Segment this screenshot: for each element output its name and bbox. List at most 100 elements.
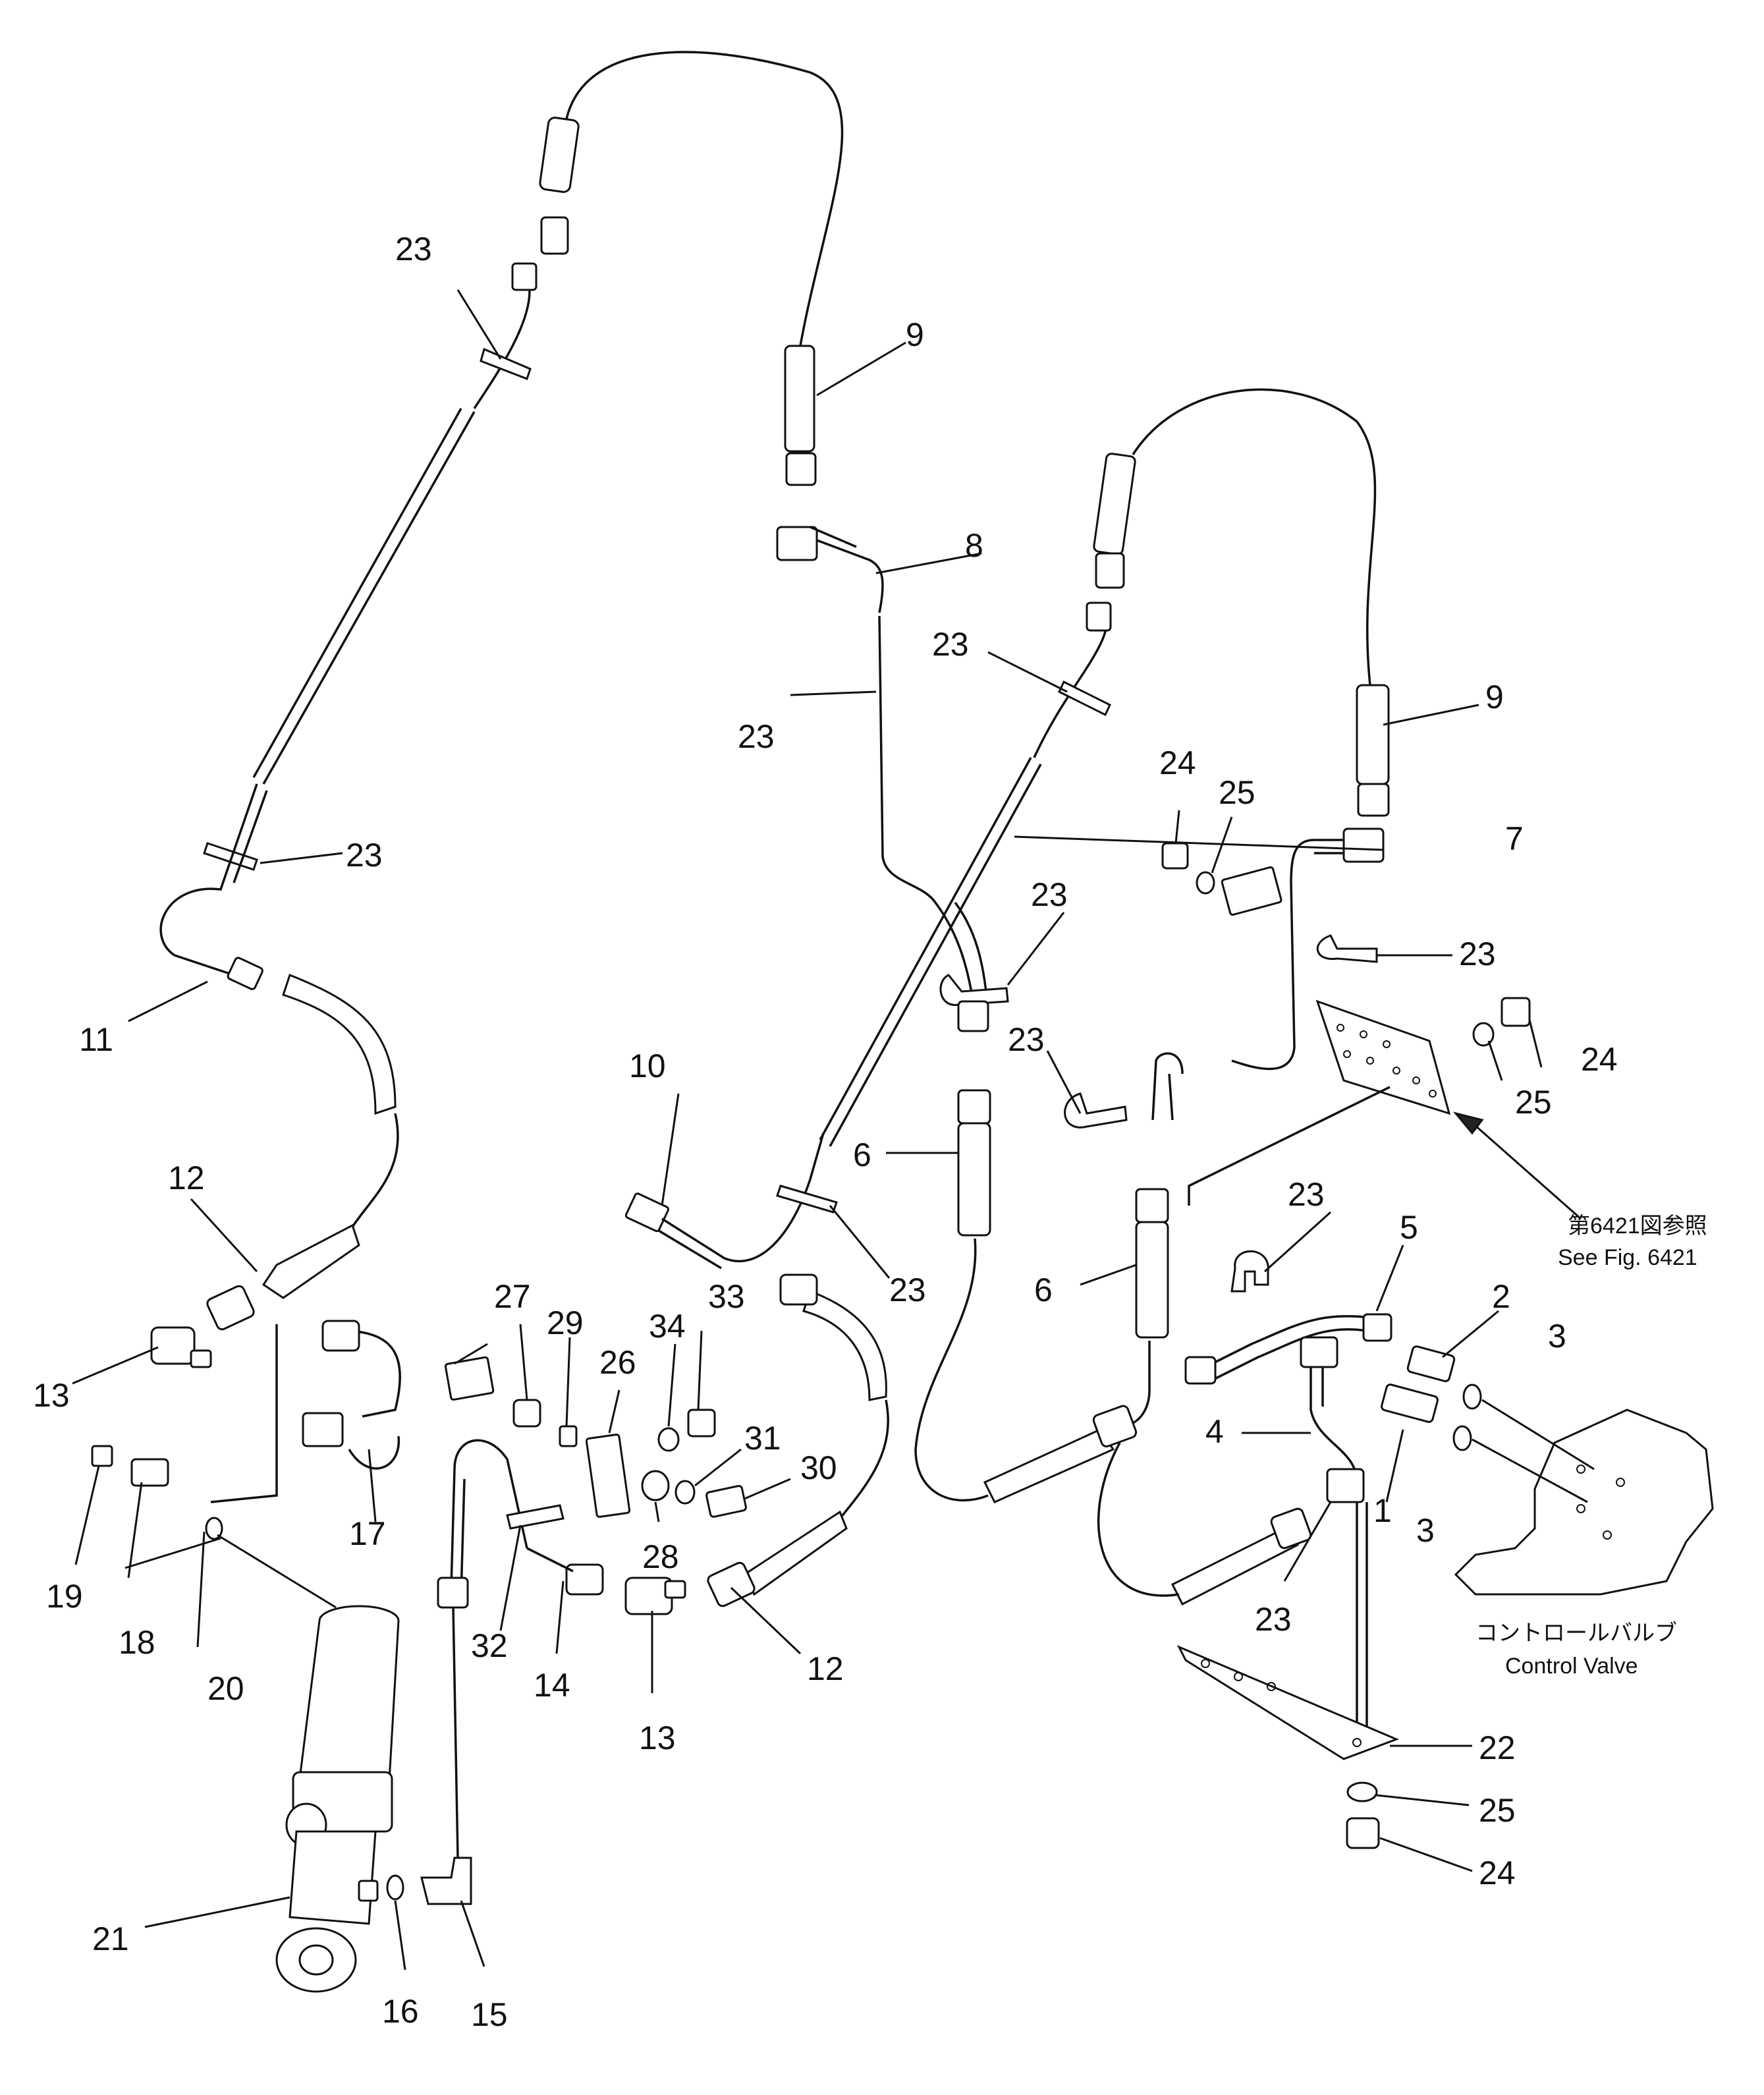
part-label-25-lower: 25: [1479, 1792, 1516, 1829]
left-upper-tube: [473, 276, 531, 409]
part-label-12-center: 12: [807, 1650, 844, 1687]
control-valve-body: [1454, 1409, 1714, 1596]
pipe-bend-right-b: [1168, 1073, 1174, 1121]
part-label-22: 22: [1479, 1729, 1516, 1766]
part-label-15: 15: [471, 1996, 508, 2033]
part-label-11: 11: [79, 1021, 113, 1058]
hose-12-left-nut: [206, 1285, 255, 1331]
pipe-11-nut: [227, 957, 263, 990]
part-label-23-j: 23: [1255, 1601, 1292, 1638]
washer-25-lower: [1346, 1781, 1378, 1802]
hose-9-left-loop: [564, 51, 844, 347]
control-valve-label-en: Control Valve: [1505, 1654, 1638, 1679]
part-label-2: 2: [1492, 1278, 1510, 1315]
hose-6-center: [957, 1122, 991, 1237]
part-label-24-lower: 24: [1479, 1855, 1516, 1891]
pipe-middle-diagonal: [819, 757, 1032, 1140]
part-label-31: 31: [744, 1420, 781, 1457]
hose-9-right-nut-top: [1095, 552, 1125, 589]
leader-lines: [72, 289, 1543, 1970]
tube-32-nut: [437, 1577, 469, 1609]
elbow-13-center-nipple: [664, 1580, 686, 1599]
pipe-11-diagonal-b: [252, 408, 462, 778]
connector-1: [1381, 1383, 1439, 1423]
washer-25-upper: [1196, 871, 1215, 895]
nut-24-upper: [1161, 842, 1189, 870]
hose-lower-right-nut: [1270, 1507, 1312, 1550]
hose-6-center-nut: [957, 1089, 991, 1125]
part-label-10: 10: [629, 1048, 666, 1084]
part-label-27: 27: [494, 1278, 531, 1315]
left-upper-nipple: [511, 262, 537, 291]
hose-12-center-nut: [707, 1561, 756, 1607]
part-label-23-h: 23: [889, 1271, 926, 1308]
hose-9-right-fitting-top: [1093, 453, 1136, 555]
part-label-6-right: 6: [1034, 1271, 1053, 1308]
part-label-13-center: 13: [639, 1719, 676, 1756]
part-label-26: 26: [599, 1344, 636, 1381]
o-ring-3-lower: [1452, 1425, 1472, 1451]
hose-9-left-nut-bottom: [785, 452, 817, 486]
plate-22-holes: [1201, 1659, 1362, 1747]
tube-17-b: [342, 1329, 401, 1418]
cylinder-21-eye-hole: [298, 1944, 334, 1976]
hose-lower-center-nut: [1092, 1405, 1138, 1447]
part-label-23-g: 23: [1459, 936, 1496, 972]
hose-9-right-nut-bottom: [1357, 783, 1390, 817]
nut-24-right: [1501, 997, 1531, 1027]
clamp-23-left-mid: [203, 842, 258, 871]
valve-block-6421: [1315, 999, 1451, 1115]
valve-block-pointer: [1468, 1119, 1582, 1220]
hose-12-center-nut-top: [779, 1273, 818, 1306]
collar-28: [641, 1470, 670, 1501]
tube-8-down: [878, 615, 937, 904]
hose-6-center-loop: [914, 1238, 989, 1501]
part-label-19: 19: [46, 1578, 83, 1615]
tube-32-vert: [452, 1607, 459, 1858]
clamp-23-upper-left: [480, 347, 532, 380]
clamp-23-lower-right: [1230, 1250, 1269, 1293]
part-label-23-a: 23: [395, 231, 432, 267]
connector-14-tube: [526, 1547, 574, 1573]
part-label-28: 28: [642, 1538, 679, 1575]
hose-9-right-loop: [1132, 388, 1377, 686]
tube-8: [816, 539, 884, 613]
pipe-11-b: [233, 790, 268, 883]
pipe-5-nut-right: [1362, 1313, 1392, 1342]
part-label-30: 30: [800, 1449, 837, 1486]
part-label-3-upper: 3: [1548, 1318, 1566, 1355]
part-label-7: 7: [1505, 820, 1524, 857]
hose-9-left-fitting-top: [539, 117, 580, 193]
connector-14: [565, 1563, 604, 1596]
part-label-25-upper: 25: [1219, 774, 1255, 811]
o-ring-16: [386, 1874, 404, 1901]
elbow-15: [420, 1857, 472, 1905]
hose-lower-right: [1171, 1527, 1300, 1606]
part-label-34: 34: [649, 1308, 686, 1345]
elbow-13-left: [150, 1326, 196, 1365]
connector-2: [1406, 1345, 1456, 1383]
hose-12-center-lower: [743, 1510, 848, 1596]
part-label-23-b: 23: [346, 837, 383, 874]
plate-22: [1176, 1645, 1400, 1760]
elbow-7: [1342, 827, 1385, 863]
part-label-4: 4: [1205, 1413, 1224, 1450]
tube-10-b: [658, 1229, 722, 1270]
part-label-29: 29: [547, 1304, 584, 1341]
part-label-18: 18: [119, 1624, 155, 1661]
cylinder-21-body: [298, 1620, 400, 1793]
connector-18: [130, 1458, 169, 1487]
washer-31: [675, 1480, 696, 1505]
valve-leader-lower: [1472, 1438, 1588, 1503]
cylinder-21-side-port: [358, 1880, 379, 1902]
tube-17: [210, 1324, 278, 1503]
part-label-32: 32: [471, 1627, 508, 1664]
tube-7: [1231, 839, 1344, 1071]
tube-32: [450, 1439, 528, 1588]
valve-block-holes: [1337, 1024, 1437, 1098]
bolt-30: [705, 1485, 747, 1518]
tube-17-nut-top: [321, 1320, 360, 1352]
part-label-8: 8: [965, 527, 983, 564]
elbow-4-top: [1300, 1336, 1338, 1368]
